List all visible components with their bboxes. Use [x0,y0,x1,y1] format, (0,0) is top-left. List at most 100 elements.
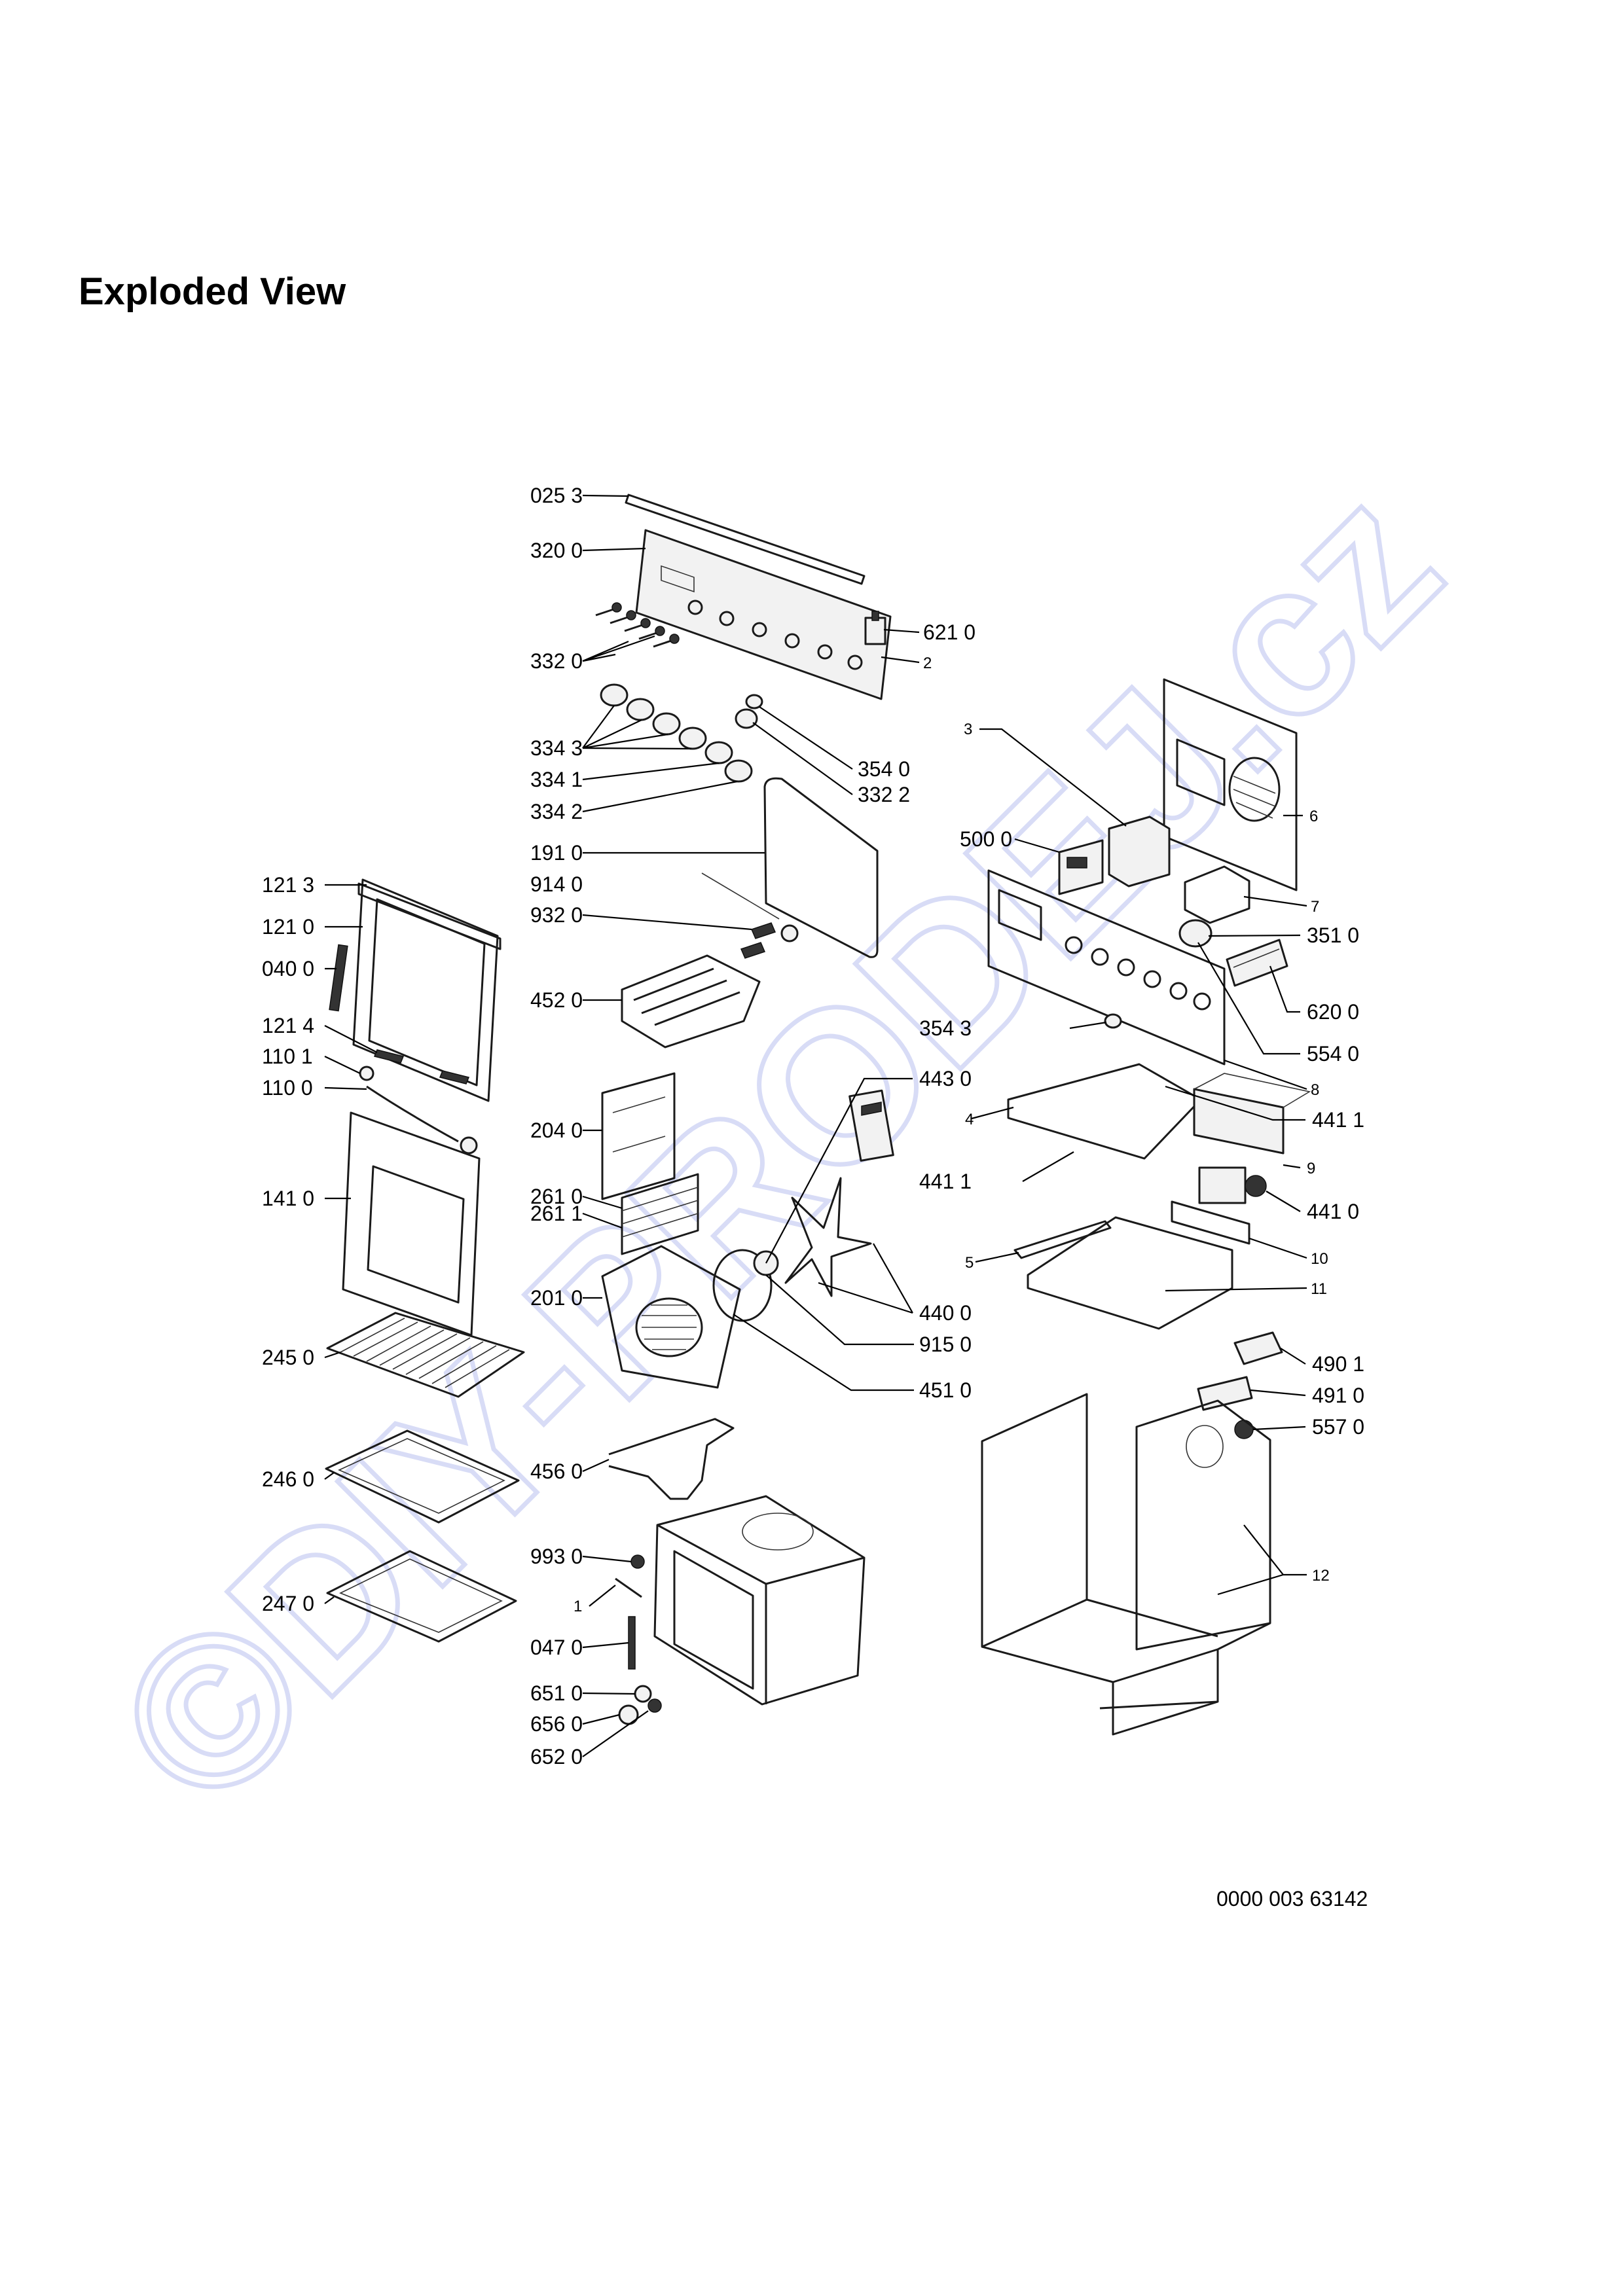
label-557-0: 557 0 [1312,1415,1364,1439]
label-047-0: 047 0 [530,1636,583,1659]
part-side-rack [601,1072,676,1200]
label-441-0: 441 0 [1307,1200,1359,1223]
label-491-0: 491 0 [1312,1384,1364,1407]
label-110-0: 110 0 [262,1076,313,1100]
label-620-0: 620 0 [1307,1000,1359,1024]
label-247-0: 247 0 [262,1592,314,1615]
part-terminal-parts [1197,1331,1283,1439]
label-652-0: 652 0 [530,1745,583,1768]
label-025-3: 025 3 [530,484,583,507]
label-332-0: 332 0 [530,649,583,673]
label-441-1-a: 441 1 [1312,1108,1364,1132]
label-443-0: 443 0 [919,1067,972,1090]
part-knob-3543 [1104,1013,1122,1029]
label-4: 4 [965,1111,974,1128]
document-code: 0000 003 63142 [1216,1887,1368,1910]
label-261-0: 261 0 [530,1185,583,1208]
label-451-0: 451 0 [919,1378,972,1402]
part-front-frame [987,869,1226,1066]
part-control-components [1178,919,1288,987]
label-915-0: 915 0 [919,1333,972,1356]
part-timer [1058,816,1171,895]
label-456-0: 456 0 [530,1460,583,1483]
label-261-1: 261 1 [530,1202,583,1225]
part-hinge [329,944,348,1012]
label-441-1-b: 441 1 [919,1170,972,1193]
part-labels: 025 3 320 0 332 0 334 3 334 1 334 2 191 … [262,484,1364,1768]
part-top-plate [1007,1063,1202,1160]
part-small-fittings [615,1554,662,1725]
label-6: 6 [1309,808,1318,825]
part-oven-cavity [653,1495,866,1706]
label-7: 7 [1311,898,1319,916]
part-inner-door [352,878,501,1102]
part-knobs [600,683,753,783]
part-rail-5 [1013,1220,1112,1259]
part-baking-tray [325,1429,520,1524]
label-334-2: 334 2 [530,800,583,823]
parts [325,493,1311,1736]
label-351-0: 351 0 [1307,924,1359,947]
part-door-clips [359,1049,470,1085]
label-121-3: 121 3 [262,873,314,897]
label-334-3: 334 3 [530,736,583,760]
label-110-1: 110 1 [262,1045,313,1068]
label-191-0: 191 0 [530,841,583,865]
part-door-handle [366,1085,459,1143]
part-knob-shafts [595,602,680,648]
part-bracket-10 [1171,1200,1250,1245]
label-500-0: 500 0 [960,827,1012,851]
label-141-0: 141 0 [262,1187,314,1210]
label-121-4: 121 4 [262,1014,314,1037]
part-outer-housing [981,1393,1271,1736]
part-top-strip [625,493,866,585]
part-switch-621 [864,611,886,645]
label-656-0: 656 0 [530,1712,583,1736]
label-332-2: 332 2 [858,783,910,806]
label-554-0: 554 0 [1307,1042,1359,1066]
label-440-0: 440 0 [919,1301,972,1325]
label-121-0: 121 0 [262,915,314,939]
label-334-1: 334 1 [530,768,583,791]
label-354-3: 354 3 [919,1016,972,1040]
label-3: 3 [964,721,972,738]
part-thermostat-fittings [701,872,799,959]
label-246-0: 246 0 [262,1467,314,1491]
part-bottom-plate [1027,1216,1233,1330]
label-914-0: 914 0 [530,872,583,896]
label-201-0: 201 0 [530,1286,583,1310]
label-490-1: 490 1 [1312,1352,1364,1376]
label-8: 8 [1311,1081,1319,1099]
label-932-0: 932 0 [530,903,583,927]
label-993-0: 993 0 [530,1545,583,1568]
label-1: 1 [574,1598,582,1615]
leader-lines [324,494,1307,1757]
label-621-0: 621 0 [923,620,976,644]
part-fan-motor [848,1089,894,1162]
part-wire-shelf [326,1312,525,1398]
part-drip-tray [326,1550,517,1643]
part-control-panel [635,529,892,700]
label-245-0: 245 0 [262,1346,314,1369]
part-shelf-supports [621,1173,699,1255]
part-rear-panel [1163,678,1298,891]
label-12: 12 [1312,1567,1330,1585]
part-cover-7 [1184,865,1250,924]
label-651-0: 651 0 [530,1681,583,1705]
part-bottom-heater [608,1418,735,1500]
part-fan-cover [601,1245,741,1389]
label-11: 11 [1311,1280,1327,1298]
page-title: Exploded View [79,270,346,313]
part-grill-element [621,954,761,1049]
label-10: 10 [1311,1250,1328,1268]
label-5: 5 [965,1254,974,1272]
part-door-gasket [763,777,879,958]
label-2: 2 [923,655,932,672]
label-320-0: 320 0 [530,539,583,562]
part-small-knob [735,694,763,729]
part-electronics-box [1193,1073,1311,1155]
label-9: 9 [1307,1160,1315,1177]
label-040-0: 040 0 [262,957,314,980]
part-cooling-motor [1198,1166,1267,1204]
